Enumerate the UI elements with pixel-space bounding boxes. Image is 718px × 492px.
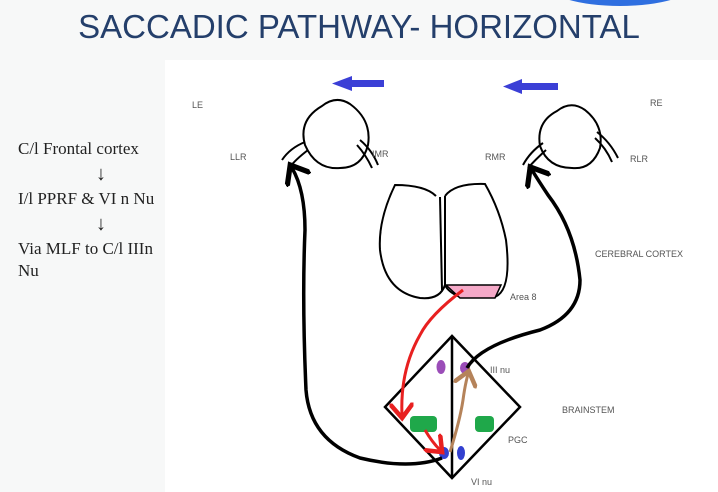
label-re: RE — [650, 98, 663, 108]
label-area-8: Area 8 — [510, 292, 537, 302]
label-brainstem: BRAINSTEM — [562, 405, 615, 415]
frontal-to-pprf-path — [402, 288, 464, 415]
left-eye — [281, 99, 379, 170]
down-arrow-icon: ↓ — [96, 163, 106, 185]
label-vi-nu: VI nu — [471, 477, 492, 487]
step-frontal-cortex: C/l Frontal cortex — [18, 139, 139, 158]
label-le: LE — [192, 100, 203, 110]
decorative-arc — [545, 0, 695, 6]
label-iii-nu: III nu — [490, 365, 510, 375]
label-cerebral-cortex: CEREBRAL CORTEX — [595, 249, 683, 259]
pgc-left — [410, 416, 437, 432]
pathway-steps: C/l Frontal cortex ↓ I/l PPRF & VI n Nu … — [18, 138, 158, 282]
slide-title: SACCADIC PATHWAY- HORIZONTAL — [78, 8, 640, 45]
right-gaze-arrow — [503, 79, 558, 94]
step-mlf: Via MLF to C/l IIIn Nu — [18, 239, 153, 280]
brainstem — [383, 334, 522, 480]
left-gaze-arrow — [332, 76, 384, 91]
area-8 — [444, 284, 503, 299]
label-rlr: RLR — [630, 154, 649, 164]
down-arrow-icon: ↓ — [96, 213, 106, 235]
label-rmr: RMR — [485, 152, 506, 162]
pathway-to-right-mr — [465, 170, 582, 369]
label-pgc: PGC — [508, 435, 528, 445]
right-eye — [522, 104, 619, 170]
pathway-to-left-lr — [292, 168, 443, 466]
label-llr: LLR — [230, 152, 247, 162]
pgc-right — [475, 416, 494, 432]
pgc-to-vi-path — [425, 429, 440, 450]
vi-nucleus-right — [457, 446, 465, 460]
label-imr: IMR — [372, 149, 389, 159]
cerebral-hemispheres — [378, 182, 509, 300]
step-pprf: I/l PPRF & VI n Nu — [18, 189, 155, 208]
mlf-path — [448, 374, 468, 453]
iii-nucleus-left — [436, 360, 446, 374]
